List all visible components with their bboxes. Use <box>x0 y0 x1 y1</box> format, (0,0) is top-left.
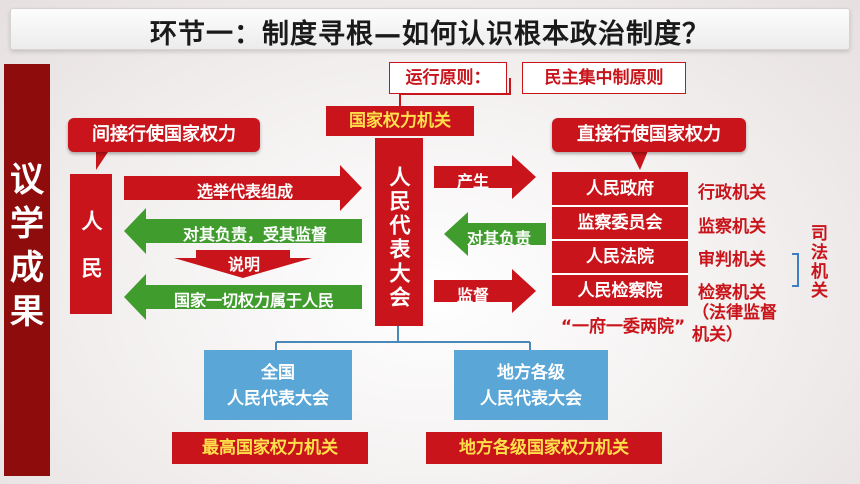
supervise-arrow <box>434 269 536 313</box>
produce-arrow <box>434 155 536 199</box>
responsible-left-arrow <box>124 208 362 254</box>
judicial-label: 司法机关 <box>807 224 827 300</box>
indirect-callout: 间接行使国家权力 <box>68 118 260 152</box>
one-gov-note: “一府一委两院” <box>560 317 686 337</box>
local-npc-box: 地方各级 人民代表大会 <box>454 350 608 420</box>
organ-government: 人民政府 <box>552 174 688 204</box>
local-label: 地方各级国家权力机关 <box>426 432 662 464</box>
title-bar <box>10 8 850 50</box>
power-label: 国家一切权力属于人民 <box>173 291 334 310</box>
role-supervisory: 监察机关 <box>698 217 766 237</box>
power-arrow <box>124 274 362 320</box>
supervise-label: 监督 <box>456 286 489 305</box>
explain-arrow <box>174 250 312 278</box>
organ-supervisory: 监察委员会 <box>552 208 688 238</box>
responsible-left-label: 对其负责，受其监督 <box>182 225 327 244</box>
organ-court: 人民法院 <box>552 242 688 272</box>
principle-label: 运行原则： <box>389 62 507 94</box>
principle-value: 民主集中制原则 <box>522 62 686 94</box>
elect-arrow <box>124 165 362 211</box>
side-char-1: 议 <box>10 160 44 200</box>
role-procuratorial: 检察机关 <box>698 283 766 303</box>
national-label: 最高国家权力机关 <box>172 432 368 464</box>
produce-label: 产生 <box>456 172 489 191</box>
people-box: 人民 <box>70 174 112 314</box>
direct-callout: 直接行使国家权力 <box>552 118 746 152</box>
procuratorate-note: （法律监督机关） <box>692 303 777 345</box>
organ-divider <box>552 239 688 241</box>
role-judicial: 审判机关 <box>698 250 766 270</box>
organ-procuratorate: 人民检察院 <box>552 276 688 306</box>
organ-divider <box>552 273 688 275</box>
side-char-2: 学 <box>10 204 44 244</box>
role-administrative: 行政机关 <box>698 183 766 203</box>
elect-label: 选举代表组成 <box>196 182 293 201</box>
judicial-bracket <box>792 253 799 287</box>
page-title: 环节一：制度寻根—如何认识根本政治制度？ <box>150 19 710 50</box>
side-strip <box>4 64 50 476</box>
responsible-right-label: 对其负责 <box>466 229 531 248</box>
npc-box: 人民代表大会 <box>375 138 423 326</box>
responsible-right-arrow <box>444 212 546 256</box>
organ-divider <box>552 205 688 207</box>
explain-label: 说明 <box>227 255 260 274</box>
npc-label: 国家权力机关 <box>326 106 474 136</box>
side-char-3: 成 <box>10 248 44 288</box>
side-char-4: 果 <box>10 292 44 332</box>
national-npc-box: 全国 人民代表大会 <box>204 350 352 420</box>
